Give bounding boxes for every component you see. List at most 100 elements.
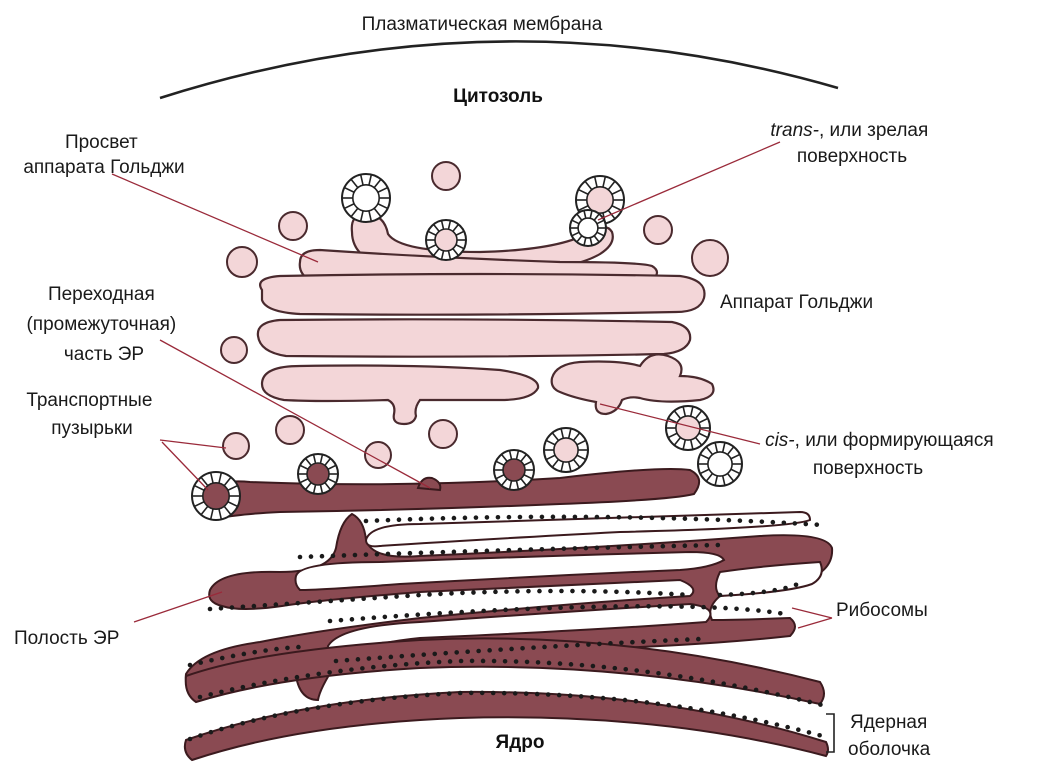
ribosome-dot bbox=[650, 544, 655, 549]
ribosome-dot bbox=[634, 699, 639, 704]
ribosome-dot bbox=[432, 652, 437, 657]
ribosome-dot bbox=[745, 607, 750, 612]
ribosome-dot bbox=[507, 515, 512, 520]
ribosome-dot bbox=[772, 588, 777, 593]
label-golgi-apparatus: Аппарат Гольджи bbox=[720, 292, 873, 313]
golgi-cisterna-3 bbox=[260, 274, 704, 315]
ribosome-dot bbox=[797, 697, 802, 702]
ribosome-dot bbox=[481, 659, 486, 664]
ribosome-dot bbox=[586, 642, 591, 647]
ribosome-dot bbox=[617, 545, 622, 550]
ribosome-dot bbox=[542, 645, 547, 650]
ribosome-dot bbox=[628, 545, 633, 550]
ribosome-dot bbox=[394, 594, 399, 599]
ribosome-dot bbox=[198, 695, 203, 700]
ribosome-dot bbox=[732, 683, 737, 688]
er-transitional-tube bbox=[200, 469, 699, 518]
ribosome-dot bbox=[345, 658, 350, 663]
ribosome-dot bbox=[685, 637, 690, 642]
ribosome-dot bbox=[438, 592, 443, 597]
ribosome-dot bbox=[734, 606, 739, 611]
leader-ribosome-2 bbox=[798, 618, 832, 628]
leader-transitional-er bbox=[160, 340, 430, 488]
ribosome-dot bbox=[606, 515, 611, 520]
ribosome-dot bbox=[503, 659, 508, 664]
ribosome-dot bbox=[657, 604, 662, 609]
ribosome-dot bbox=[754, 688, 759, 693]
ribosome-dot bbox=[485, 549, 490, 554]
ribosome-dot bbox=[666, 703, 671, 708]
ribosome-dot bbox=[515, 589, 520, 594]
ribosome-dot bbox=[375, 552, 380, 557]
ribosome-dot bbox=[513, 691, 518, 696]
coated-vesicle bbox=[494, 450, 534, 490]
ribosome-dot bbox=[349, 667, 354, 672]
ribosome-dot bbox=[630, 640, 635, 645]
ribosome-dot bbox=[274, 647, 279, 652]
ribosome-dot bbox=[641, 639, 646, 644]
ribosome-dot bbox=[454, 650, 459, 655]
ribosome-dot bbox=[650, 516, 655, 521]
ribosome-dot bbox=[518, 515, 523, 520]
ribosome-dot bbox=[694, 517, 699, 522]
ribosome-dot bbox=[502, 691, 507, 696]
ribosome-dot bbox=[262, 681, 267, 686]
ribosome-dot bbox=[727, 518, 732, 523]
ribosome-dot bbox=[740, 592, 745, 597]
ribosome-dot bbox=[524, 691, 529, 696]
ribosome-dot bbox=[353, 553, 358, 558]
ribosome-dot bbox=[273, 679, 278, 684]
ribosome-dot bbox=[452, 550, 457, 555]
ribosome-dot bbox=[294, 709, 299, 714]
ribosome-dot bbox=[580, 605, 585, 610]
ribosome-dot bbox=[551, 515, 556, 520]
ribosome-dot bbox=[492, 608, 497, 613]
vesicle bbox=[276, 416, 304, 444]
ribosome-dot bbox=[580, 663, 585, 668]
ribosome-dot bbox=[814, 522, 819, 527]
ribosome-dot bbox=[361, 596, 366, 601]
ribosome-dot bbox=[525, 607, 530, 612]
ribosome-dot bbox=[775, 722, 780, 727]
ribosome-dot bbox=[306, 673, 311, 678]
vesicle bbox=[432, 162, 460, 190]
ribosome-dot bbox=[573, 546, 578, 551]
ribosome-dot bbox=[415, 661, 420, 666]
ribosome-dot bbox=[634, 668, 639, 673]
ribosome-dot bbox=[721, 681, 726, 686]
ribosome-dot bbox=[364, 519, 369, 524]
ribosome-dot bbox=[688, 706, 693, 711]
ribosome-dot bbox=[551, 547, 556, 552]
ribosome-dot bbox=[447, 691, 452, 696]
label-golgi-lumen: Просвет аппарата Гольджи bbox=[23, 132, 184, 178]
ribosome-dot bbox=[381, 697, 386, 702]
ribosome-dot bbox=[639, 544, 644, 549]
ribosome-dot bbox=[723, 606, 728, 611]
ribosome-dot bbox=[753, 718, 758, 723]
label-nucleus: Ядро bbox=[496, 732, 545, 753]
ribosome-dot bbox=[602, 665, 607, 670]
ribosome-dot bbox=[458, 691, 463, 696]
ribosome-dot bbox=[188, 663, 193, 668]
ribosome-dot bbox=[647, 591, 652, 596]
ribosome-dot bbox=[476, 649, 481, 654]
ribosome-dot bbox=[295, 675, 300, 680]
ribosome-dot bbox=[334, 659, 339, 664]
ribosome-dot bbox=[419, 517, 424, 522]
ribosome-dot bbox=[518, 548, 523, 553]
ribosome-dot bbox=[547, 661, 552, 666]
ribosome-dot bbox=[678, 674, 683, 679]
ribosome-dot bbox=[623, 698, 628, 703]
ribosome-dot bbox=[782, 520, 787, 525]
ribosome-dot bbox=[339, 618, 344, 623]
leader-trans-face bbox=[598, 142, 780, 220]
ribosome-dot bbox=[383, 615, 388, 620]
ribosome-dot bbox=[592, 589, 597, 594]
ribosome-dot bbox=[732, 713, 737, 718]
ribosome-dot bbox=[771, 520, 776, 525]
ribosome-dot bbox=[404, 662, 409, 667]
ribosome-dot bbox=[514, 659, 519, 664]
ribosome-dot bbox=[807, 730, 812, 735]
ribosome-dot bbox=[284, 677, 289, 682]
ribosome-dot bbox=[327, 704, 332, 709]
